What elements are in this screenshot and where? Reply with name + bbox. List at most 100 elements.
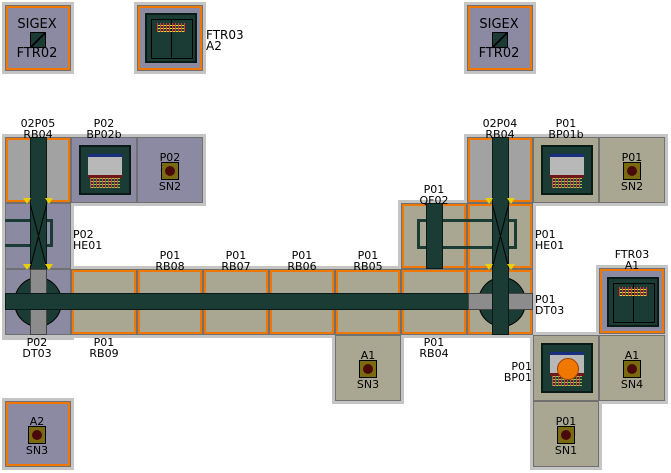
sn1-p01-l1: P01 [555,415,577,428]
push-button-icon [623,360,641,378]
sensor-icon [45,198,53,204]
sensor-icon [485,198,493,204]
cross-transfer-left [30,203,47,269]
bp01b-cell[interactable] [533,137,599,203]
push-button-icon [359,360,377,378]
l2: BP01 [503,371,532,384]
label-line1: FTR03 [206,28,244,42]
l1: P01 [535,228,556,241]
ftr03-a2-module[interactable] [137,5,203,71]
sn1-p01-l2: SN1 [554,444,578,457]
sn2-p01-l2: SN2 [620,180,644,193]
sensor-icon [23,198,31,204]
l1: P01 [159,249,181,262]
l1: P01 [291,249,313,262]
sn2-p01-cell[interactable]: P01 SN2 [599,137,665,203]
ftr03-a1-cell[interactable] [599,268,665,334]
l1: FTR03 [614,248,650,261]
sn2-p02-l2: SN2 [158,180,182,193]
sigex-title: SIGEX [479,17,519,32]
cross-transfer-right [492,203,509,269]
sensor-icon [507,264,515,270]
sn3-a2-cell[interactable]: A2 SN3 [5,401,71,467]
l1: P01 [225,249,247,262]
converter-icon [30,32,46,48]
conveyor-qf02 [426,203,443,269]
sigex-title: SIGEX [17,17,57,32]
lifter-frame-left [5,219,53,247]
l1: P02 [93,117,115,130]
l1: P01 [535,293,556,306]
l2: HE01 [73,239,103,252]
l2: RB09 [89,347,119,360]
sn1-p01-cell[interactable]: P01 SN1 [533,401,599,467]
l1: 02P04 [482,117,518,130]
sn2-p02-l1: P02 [159,151,181,164]
sigex-sub: FTR02 [16,46,58,61]
l1: P01 [93,336,115,349]
push-button-icon [623,162,641,180]
l2: RB05 [353,260,383,273]
l2: BP02b [86,128,122,141]
sigex-sub: FTR02 [478,46,520,61]
sn4-a1-cell[interactable]: A1 SN4 [599,335,665,401]
sigex-left-module[interactable]: SIGEX FTR02 [5,5,71,71]
l2: DT03 [535,304,565,317]
lifter-frame-right [417,219,517,249]
sensor-icon [507,198,515,204]
l2: HE01 [535,239,565,252]
conveyor-horizontal-main [5,293,533,310]
sensor-icon [485,264,493,270]
l2: A1 [624,259,640,272]
l1: 02P05 [20,117,56,130]
sn3-a1-l1: A1 [360,349,376,362]
operator-panel-icon [79,145,131,195]
sigex-right-module[interactable]: SIGEX FTR02 [467,5,533,71]
l1: P01 [511,360,532,373]
sn3-a2-l2: SN3 [25,444,49,457]
push-button-icon [557,426,575,444]
operator-panel-icon [541,145,593,195]
sn3-a1-cell[interactable]: A1 SN3 [335,335,401,401]
bp02b-cell[interactable] [71,137,137,203]
cabinet-icon [607,277,659,327]
l2: RB04 [485,128,515,141]
sn2-p02-cell[interactable]: P02 SN2 [137,137,203,203]
l1: P01 [423,336,445,349]
label-line2: A2 [206,39,222,53]
l1: P01 [357,249,379,262]
l2: RB08 [155,260,185,273]
l1: P01 [555,117,577,130]
push-button-icon [28,426,46,444]
sensor-icon [45,264,53,270]
converter-icon [492,32,508,48]
alarm-indicator-icon [557,358,579,380]
cabinet-icon [145,13,197,63]
l1: P02 [73,228,94,241]
sn3-a2-l1: A2 [29,415,45,428]
sn2-p01-l1: P01 [621,151,643,164]
l2: QF02 [419,194,449,207]
l2: RB06 [287,260,317,273]
l2: BP01b [548,128,584,141]
bp01-cell[interactable] [533,335,599,401]
sn4-a1-l1: A1 [624,349,640,362]
l1: P02 [26,336,48,349]
l2: DT03 [22,347,52,360]
